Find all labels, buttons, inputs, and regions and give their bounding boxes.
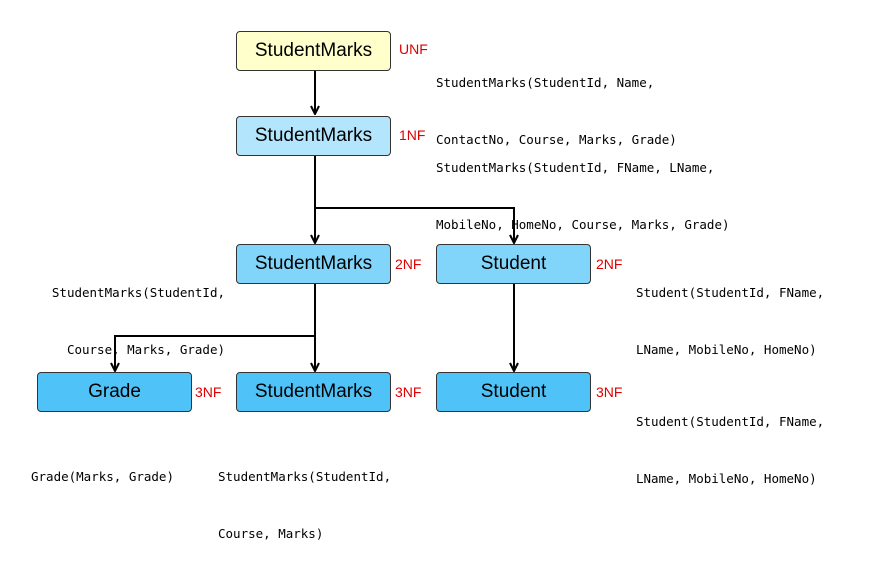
schema-1nf: StudentMarks(StudentId, FName, LName, Mo…	[436, 120, 730, 253]
arrow-1nf-to-student	[315, 207, 514, 243]
normal-form-tag-3nf-student: 3NF	[596, 384, 623, 400]
entity-label: StudentMarks	[254, 381, 373, 402]
schema-line: ContactNo, Course, Marks, Grade)	[436, 132, 677, 147]
normal-form-tag-2nf-studentmarks: 2NF	[395, 256, 422, 272]
schema-line: Student(StudentId, FName,	[636, 414, 825, 429]
entity-label: StudentMarks	[254, 253, 373, 274]
schema-line: Course, Marks, Grade)	[66, 342, 225, 357]
schema-3nf-student: Student(StudentId, FName, LName, MobileN…	[636, 374, 824, 507]
schema-line: StudentMarks(StudentId,	[51, 285, 225, 300]
schema-line: Student(StudentId, FName,	[636, 285, 825, 300]
schema-3nf-grade: Grade(Marks, Grade)	[31, 429, 174, 505]
entity-label: StudentMarks	[254, 40, 373, 61]
entity-label: StudentMarks	[254, 125, 373, 146]
schema-line: LName, MobileNo, HomeNo)	[636, 342, 817, 357]
arrow-2nf-to-grade	[115, 335, 315, 371]
entity-box-unf: StudentMarks	[236, 31, 391, 71]
schema-line: Course, Marks)	[218, 526, 324, 541]
schema-line: StudentMarks(StudentId, FName, LName,	[436, 160, 715, 175]
entity-box-2nf-studentmarks: StudentMarks	[236, 244, 391, 284]
schema-unf: StudentMarks(StudentId, Name, ContactNo,…	[436, 35, 677, 168]
entity-box-2nf-student: Student	[436, 244, 591, 284]
schema-2nf-studentmarks: StudentMarks(StudentId, Course, Marks, G…	[20, 245, 225, 378]
entity-box-3nf-grade: Grade	[37, 372, 192, 412]
normal-form-tag-2nf-student: 2NF	[596, 256, 623, 272]
schema-line: MobileNo, HomeNo, Course, Marks, Grade)	[436, 217, 730, 232]
entity-label: Student	[480, 381, 547, 402]
entity-label: Grade	[88, 381, 141, 402]
schema-line: Grade(Marks, Grade)	[31, 469, 174, 484]
entity-box-1nf: StudentMarks	[236, 116, 391, 156]
schema-3nf-studentmarks: StudentMarks(StudentId, Course, Marks)	[218, 429, 391, 562]
normal-form-tag-unf: UNF	[399, 41, 428, 57]
entity-box-3nf-student: Student	[436, 372, 591, 412]
schema-line: StudentMarks(StudentId,	[218, 469, 392, 484]
entity-label: Student	[480, 253, 547, 274]
schema-line: StudentMarks(StudentId, Name,	[436, 75, 655, 90]
schema-2nf-student: Student(StudentId, FName, LName, MobileN…	[636, 245, 824, 378]
normal-form-tag-3nf-studentmarks: 3NF	[395, 384, 422, 400]
connector-lines	[0, 71, 870, 475]
schema-line: LName, MobileNo, HomeNo)	[636, 471, 817, 486]
normal-form-tag-3nf-grade: 3NF	[195, 384, 222, 400]
entity-box-3nf-studentmarks: StudentMarks	[236, 372, 391, 412]
normal-form-tag-1nf: 1NF	[399, 127, 426, 143]
